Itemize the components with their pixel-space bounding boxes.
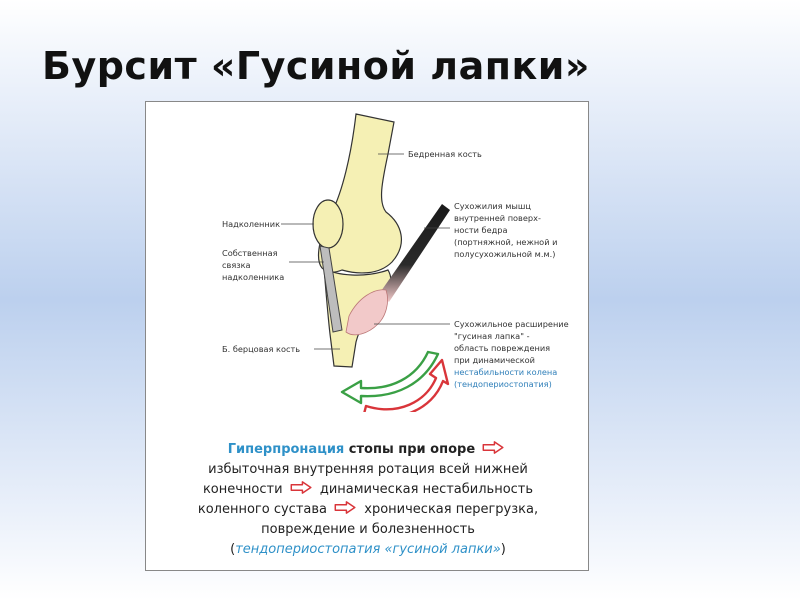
caption-hyperpronation: Гиперпронация	[227, 442, 345, 457]
label-pes-1: Сухожильное расширение	[454, 319, 569, 329]
caption-line-6-italic: тендопериостопатия «гусиной лапки»	[235, 542, 501, 557]
label-pes-4b: динамической	[472, 355, 535, 365]
green-rotation-arrow	[340, 350, 440, 405]
arrow-right-icon	[482, 441, 504, 454]
slide-title: Бурсит «Гусиной лапки»	[42, 44, 590, 88]
label-tendons-1: Сухожилия мышц	[454, 201, 531, 211]
label-ligament-2: связка	[222, 260, 251, 270]
label-pes-3: область повреждения	[454, 343, 550, 353]
caption-line-6-close: )	[500, 542, 506, 557]
caption-line-6: (тендопериостопатия «гусиной лапки»)	[146, 540, 590, 560]
caption-line-2: избыточная внутренняя ротация всей нижне…	[208, 462, 528, 477]
caption-block: Гиперпронация стопы при опоре избыточная…	[146, 440, 590, 560]
label-tendons-2: внутренней поверх-	[454, 213, 541, 223]
label-pes-5: нестабильности колена	[454, 367, 557, 377]
pes-anserinus-area	[345, 289, 388, 336]
medial-thigh-tendons	[379, 204, 450, 302]
caption-line-4a: коленного сустава	[197, 502, 327, 517]
arrow-right-icon	[334, 501, 356, 514]
patellar-ligament	[319, 245, 343, 333]
label-ligament-1: Собственная	[222, 248, 278, 258]
knee-diagram: Бедренная кость Надколенник Собственная …	[222, 113, 569, 412]
label-pes-4: при динамической	[454, 355, 535, 365]
caption-line-4b: хроническая перегрузка,	[364, 502, 539, 517]
label-ligament-3: надколенника	[222, 272, 284, 282]
label-tibia: Б. берцовая кость	[222, 344, 300, 354]
label-pes-2: "гусиная лапка" -	[454, 331, 530, 341]
caption-line-6-open: (	[230, 542, 236, 557]
caption-line-3b: динамическая нестабильность	[319, 482, 534, 497]
label-patella: Надколенник	[222, 219, 280, 229]
label-tendons-5: полусухожильной м.м.)	[454, 249, 555, 259]
figure-panel: Бедренная кость Надколенник Собственная …	[145, 101, 589, 571]
label-tendons-3: ности бедра	[454, 225, 508, 235]
caption-line-1: Гиперпронация стопы при опоре	[146, 440, 590, 460]
label-tendons-4: (портняжной, нежной и	[454, 237, 557, 247]
caption-line-3a: конечности	[202, 482, 283, 497]
caption-line-3: конечности динамическая нестабильность	[146, 480, 590, 500]
label-femur: Бедренная кость	[408, 149, 482, 159]
femur-bone	[318, 113, 402, 274]
caption-line-4: коленного сустава хроническая перегрузка…	[146, 500, 590, 520]
caption-line-1-rest: стопы при опоре	[344, 442, 476, 457]
label-pes-4a: при	[454, 355, 472, 365]
label-pes-6: (тендопериостопатия)	[454, 379, 552, 389]
red-rotation-arrow	[363, 358, 450, 412]
patella	[312, 199, 344, 249]
caption-line-5: повреждение и болезненность	[261, 522, 475, 537]
arrow-right-icon	[290, 481, 312, 494]
